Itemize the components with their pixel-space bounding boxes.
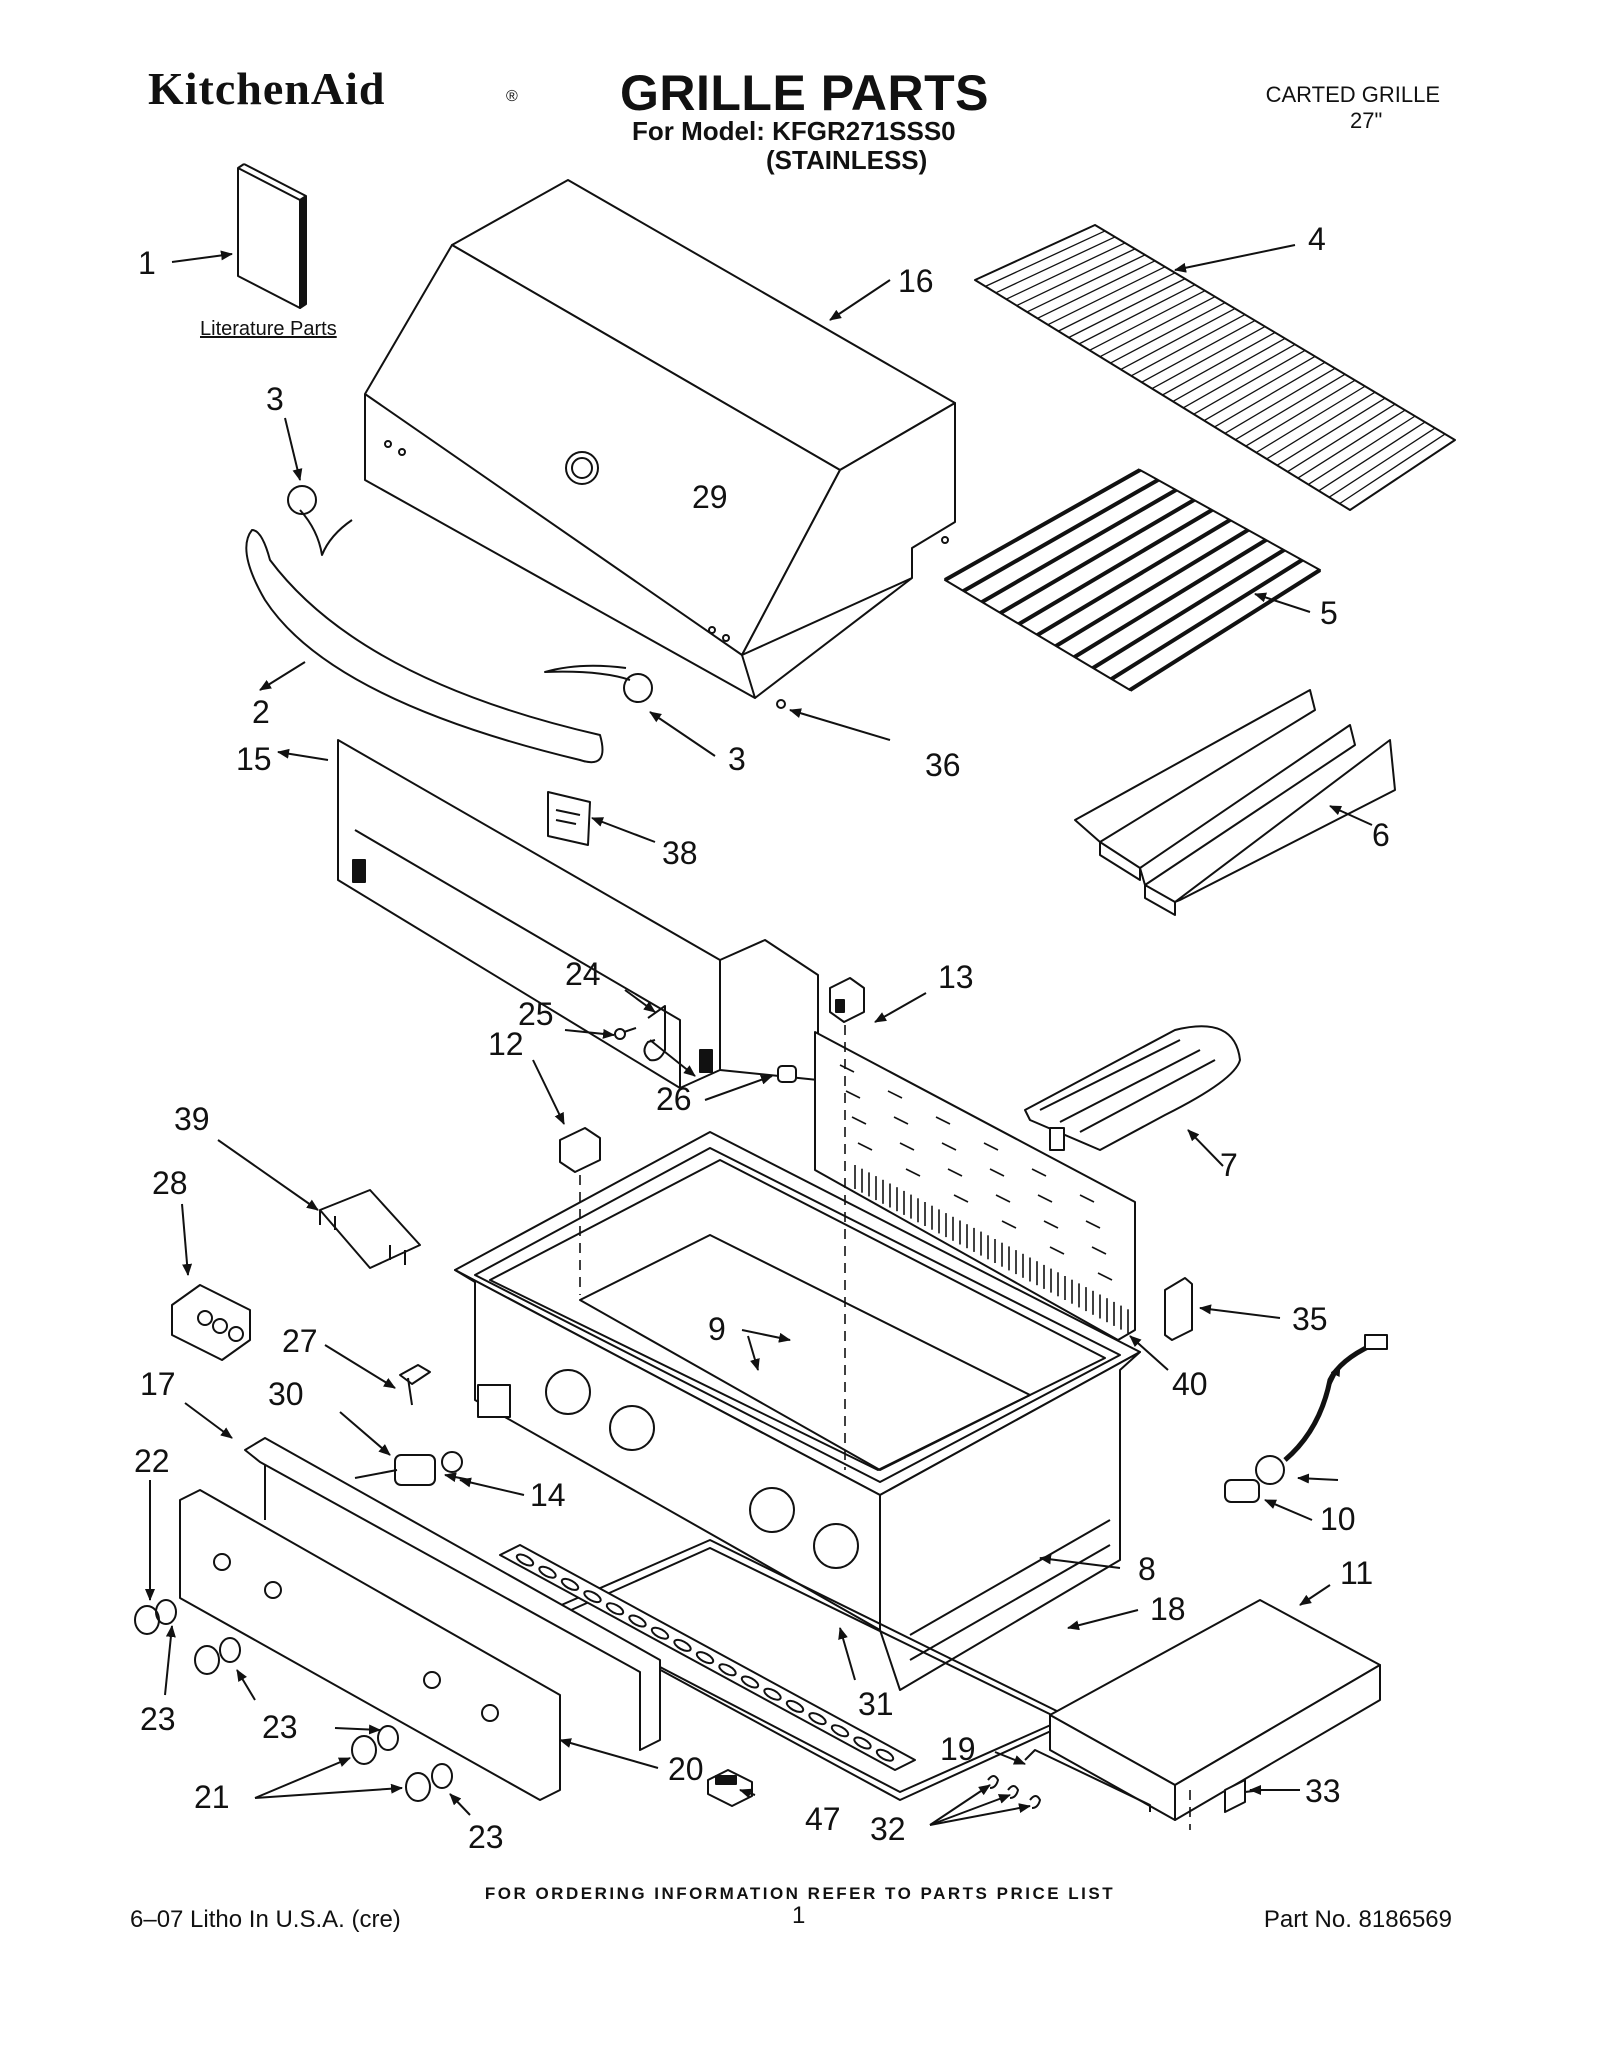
knob-part-2 bbox=[194, 1637, 241, 1675]
grease-cup-part bbox=[707, 1769, 753, 1807]
knob-part-1 bbox=[134, 1599, 177, 1635]
hinge-screw-part bbox=[614, 1027, 637, 1040]
callout-14: 14 bbox=[530, 1477, 566, 1513]
igniter-part bbox=[399, 1364, 431, 1406]
callout-36: 36 bbox=[925, 747, 961, 783]
handle-bracket-right-part bbox=[544, 664, 653, 703]
back-panel-part bbox=[337, 739, 819, 1089]
callout-29: 29 bbox=[692, 479, 728, 515]
callout-18: 18 bbox=[1150, 1591, 1186, 1627]
callout-30: 30 bbox=[268, 1376, 304, 1412]
callout-17: 17 bbox=[140, 1366, 176, 1402]
knob-part-3 bbox=[351, 1725, 399, 1765]
literature-parts-label: Literature Parts bbox=[200, 318, 337, 340]
callout-40: 40 bbox=[1172, 1366, 1208, 1402]
callout-23b: 23 bbox=[262, 1709, 298, 1745]
hood-handle-part bbox=[245, 529, 604, 764]
control-panel-trim-part bbox=[244, 1437, 661, 1751]
heat-shield-strip-part bbox=[319, 1189, 421, 1269]
callout-3b: 3 bbox=[728, 741, 746, 777]
part-number: Part No. 8186569 bbox=[1263, 1906, 1452, 1933]
gas-manifold-part bbox=[171, 1284, 251, 1361]
callout-22: 22 bbox=[134, 1443, 170, 1479]
hook-parts bbox=[987, 1775, 1041, 1809]
spacer-part bbox=[777, 1065, 797, 1083]
burner-part bbox=[1024, 1025, 1241, 1151]
hood-bumper-part bbox=[776, 699, 786, 709]
page-number: 1 bbox=[792, 1902, 806, 1929]
gas-regulator-hose-part bbox=[1224, 1334, 1388, 1503]
literature-booklet-part bbox=[237, 163, 307, 309]
callout-23c: 23 bbox=[468, 1819, 504, 1855]
heat-baffle-part bbox=[499, 1544, 916, 1771]
callout-28: 28 bbox=[152, 1165, 188, 1201]
assembly-guide-lines bbox=[579, 1025, 1191, 1830]
drip-pan-drawer-part bbox=[1024, 1599, 1381, 1821]
callout-6: 6 bbox=[1372, 817, 1390, 853]
page-title: GRILLE PARTS bbox=[620, 65, 989, 121]
side-bracket-part bbox=[1164, 1277, 1193, 1341]
product-size: 27" bbox=[1350, 108, 1383, 133]
callout-leaders bbox=[145, 244, 1373, 1826]
callout-25: 25 bbox=[518, 996, 554, 1032]
heat-plates-part bbox=[1074, 689, 1396, 916]
cooking-grate-part bbox=[944, 468, 1322, 692]
model-variant: (STAINLESS) bbox=[766, 145, 928, 175]
litho-info: 6–07 Litho In U.S.A. (cre) bbox=[130, 1906, 401, 1933]
grill-hood-part bbox=[364, 179, 956, 699]
callout-1: 1 bbox=[138, 245, 156, 281]
knob-part-4 bbox=[405, 1763, 453, 1802]
callout-24: 24 bbox=[565, 956, 601, 992]
callout-15: 15 bbox=[236, 741, 272, 777]
callout-8: 8 bbox=[1138, 1551, 1156, 1587]
callout-26: 26 bbox=[656, 1081, 692, 1117]
callout-35: 35 bbox=[1292, 1301, 1328, 1337]
callout-11: 11 bbox=[1340, 1555, 1373, 1591]
callout-7: 7 bbox=[1220, 1147, 1238, 1183]
callout-5: 5 bbox=[1320, 595, 1338, 631]
registered-mark: ® bbox=[506, 88, 518, 105]
brand-logo: KitchenAid bbox=[148, 63, 386, 114]
callout-labels: 1 2 3 3 4 5 6 7 8 9 10 11 12 13 14 15 16… bbox=[134, 221, 1390, 1855]
callout-23a: 23 bbox=[140, 1701, 176, 1737]
callout-39: 39 bbox=[174, 1101, 210, 1137]
product-type: CARTED GRILLE bbox=[1265, 82, 1440, 107]
callout-27: 27 bbox=[282, 1323, 318, 1359]
callout-4: 4 bbox=[1308, 221, 1326, 257]
gas-valve-part bbox=[354, 1451, 463, 1486]
ordering-note: FOR ORDERING INFORMATION REFER TO PARTS … bbox=[484, 1884, 1116, 1903]
handle-bracket-left-part bbox=[287, 485, 353, 556]
callout-31: 31 bbox=[858, 1686, 894, 1722]
callout-21: 21 bbox=[194, 1779, 230, 1815]
model-number: For Model: KFGR271SSS0 bbox=[632, 116, 956, 146]
mounting-clip-part bbox=[559, 1127, 601, 1173]
firebox-part bbox=[454, 1131, 1141, 1691]
callout-10: 10 bbox=[1320, 1501, 1356, 1537]
callout-20: 20 bbox=[668, 1751, 704, 1787]
callout-9: 9 bbox=[708, 1311, 726, 1347]
callout-19: 19 bbox=[940, 1731, 976, 1767]
callout-47: 47 bbox=[805, 1801, 841, 1837]
warming-rack-part bbox=[974, 224, 1456, 511]
callout-32: 32 bbox=[870, 1811, 906, 1847]
callout-3a: 3 bbox=[266, 381, 284, 417]
callout-12: 12 bbox=[488, 1026, 524, 1062]
callout-33: 33 bbox=[1305, 1773, 1341, 1809]
callout-13: 13 bbox=[938, 959, 974, 995]
control-panel-part bbox=[179, 1489, 561, 1801]
callout-16: 16 bbox=[898, 263, 934, 299]
callout-38: 38 bbox=[662, 835, 698, 871]
rear-vent-panel-part bbox=[814, 1031, 1136, 1341]
igniter-bracket-part bbox=[829, 977, 865, 1023]
label-plate-part bbox=[547, 791, 591, 846]
callout-2: 2 bbox=[252, 694, 270, 730]
